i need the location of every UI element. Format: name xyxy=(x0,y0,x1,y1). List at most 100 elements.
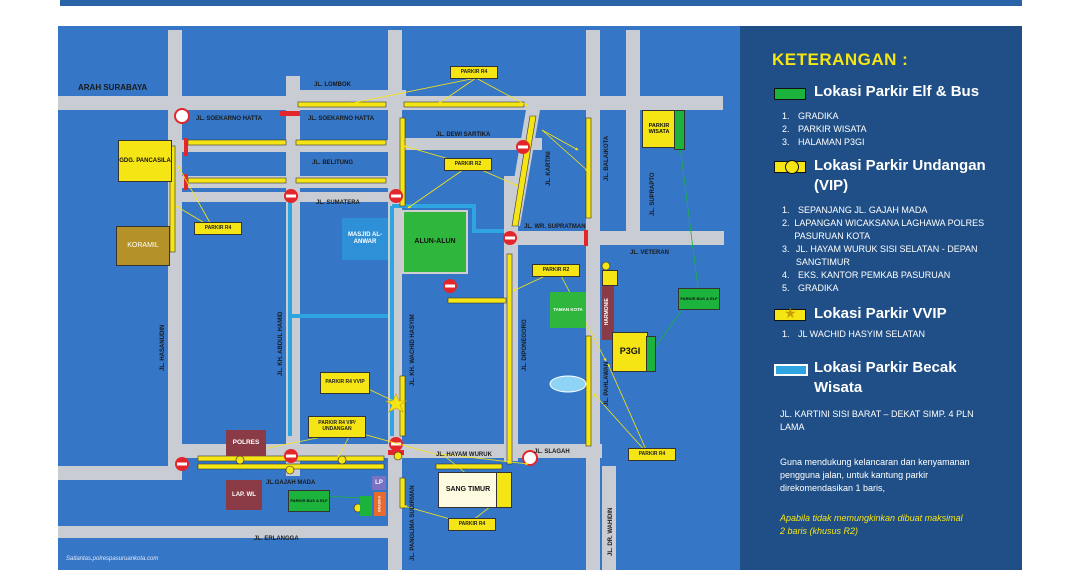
road-dr-wahidin xyxy=(602,466,616,570)
road-erlangga xyxy=(58,526,388,538)
street-dewi-sartika: JL. DEWI SARTIKA xyxy=(436,132,491,138)
strip-dewi-w xyxy=(187,139,287,146)
strip-hasanudin xyxy=(169,145,176,253)
legend-item: 3.HALAMAN P3GI xyxy=(782,137,865,147)
legend-heading-becak: Lokasi Parkir Becak Wisata xyxy=(814,359,957,396)
legend-item: 1.GRADIKA xyxy=(782,111,839,121)
road-balaikota xyxy=(586,30,600,570)
tag-r2-right: PARKIR R2 xyxy=(532,264,580,277)
street-wachid-hasyim: JL. KH. WACHID HASYIM xyxy=(410,314,416,386)
sang-timur-yellow xyxy=(496,472,512,508)
p3gi-green xyxy=(646,336,656,372)
map-poster: ARAH SURABAYA JL. LOMBOK JL. SOEKARNO HA… xyxy=(58,26,1022,570)
street-suprapto: JL. SUPRAPTO xyxy=(650,172,656,216)
gradika-label: GRADIKA xyxy=(377,495,382,513)
stadium-icon xyxy=(549,375,587,393)
legend-item: 1.JL WACHID HASYIM SELATAN xyxy=(782,329,926,339)
map-canvas: ARAH SURABAYA JL. LOMBOK JL. SOEKARNO HA… xyxy=(58,30,724,570)
street-hasanudin: JL. HASANUDIN xyxy=(160,325,166,371)
barrier-icon xyxy=(584,230,588,246)
street-belitung: JL. BELITUNG xyxy=(312,160,353,166)
strip-dewi-m xyxy=(295,139,387,146)
street-labels: ARAH SURABAYA JL. LOMBOK JL. SOEKARNO HA… xyxy=(78,82,669,561)
vvip-star-icon xyxy=(385,393,407,413)
legend-panel: KETERANGAN : Lokasi Parkir Elf & Bus 1.G… xyxy=(740,26,1022,570)
street-veteran: JL. VETERAN xyxy=(630,250,669,256)
street-slagah: JL. SLAGAH xyxy=(534,449,570,455)
masjid-al-anwar: MASJID AL-ANWAR xyxy=(342,218,388,260)
note-text: Apabila tidak memungkinkan dibuat maksim… xyxy=(780,513,963,536)
tag-r4-vvip: PARKIR R4 VVIP xyxy=(320,372,370,394)
harmonie-label: HARMONIE xyxy=(604,298,611,326)
sang-timur: SANG TIMUR xyxy=(438,472,498,508)
traffic-map: ARAH SURABAYA JL. LOMBOK JL. SOEKARNO HA… xyxy=(58,26,740,570)
legend-item: 4.EKS. KANTOR PEMKAB PASURUAN xyxy=(782,270,951,280)
legend-list-vip: 1.SEPANJANG JL. GAJAH MADA 2.LAPANGAN WI… xyxy=(782,204,1002,295)
barrier-icon xyxy=(184,174,188,190)
road-west-link xyxy=(58,466,182,480)
parkir-bus-elf-right: PARKIR BUS & ELF xyxy=(678,288,720,310)
tag-r4-bottom: PARKIR R4 xyxy=(448,518,496,531)
parkir-wisata: PARKIR WISATA xyxy=(642,110,676,148)
barrier-icon xyxy=(280,111,300,116)
street-dr-wahidin: JL. DR. WAHIDIN xyxy=(608,508,614,556)
strip-hayam-wuruk xyxy=(435,463,503,470)
street-balaikota: JL. BALAIKOTA xyxy=(604,135,610,181)
legend-list-elf-bus: 1.GRADIKA 2.PARKIR WISATA 3.HALAMAN P3GI xyxy=(782,110,867,149)
lp: LP xyxy=(372,476,386,490)
top-bar xyxy=(60,0,1022,6)
street-soekarno-e: JL. SOEKARNO HATTA xyxy=(308,116,375,122)
strip-belitung-w xyxy=(187,177,287,184)
harmonie: HARMONIE xyxy=(602,284,614,340)
tag-r2-mid: PARKIR R2 xyxy=(444,158,492,171)
top-strip xyxy=(0,0,1080,22)
legend-heading-vip: Lokasi Parkir Undangan (VIP) xyxy=(814,157,986,194)
legend-heading-elf-bus: Lokasi Parkir Elf & Bus xyxy=(814,83,980,100)
strip-diponegoro xyxy=(506,253,513,465)
legend-title: KETERANGAN : xyxy=(772,50,909,69)
strip-pahlawan xyxy=(585,335,592,447)
strip-kartini xyxy=(511,115,537,227)
legend-item: 2.PARKIR WISATA xyxy=(782,124,867,134)
becak-lanes xyxy=(288,196,504,436)
strip-belitung-e xyxy=(295,177,387,184)
vip-icon xyxy=(774,160,806,174)
tag-r4-right: PARKIR R4 xyxy=(628,448,676,461)
street-hayam-wuruk: JL. HAYAM WURUK xyxy=(436,452,493,458)
support-text: Guna mendukung kelancaran dan kenyamanan… xyxy=(780,457,970,493)
lap-wl: LAP. WL xyxy=(226,480,262,510)
barrier-icon xyxy=(184,138,188,156)
parkir-bus-elf-bottom: PARKIR BUS & ELF xyxy=(288,490,330,512)
gdg-pancasila: GDG. PANCASILA xyxy=(118,140,172,182)
legend-item: 3.JL. HAYAM WURUK SISI SELATAN - DEPAN S… xyxy=(782,244,978,267)
street-kh-abdul-hamid: JL. KH. ABDUL HAMID xyxy=(278,311,284,376)
street-soekarno-w: JL. SOEKARNO HATTA xyxy=(196,116,263,122)
strip-wachid-n xyxy=(399,117,406,207)
gradika-box xyxy=(602,270,618,286)
gradika-green xyxy=(360,496,372,516)
street-kartini: JL. KARTINI xyxy=(546,151,552,186)
no-entry-signs xyxy=(174,108,588,471)
becak-lane-alun xyxy=(392,204,504,233)
street-gajah-mada: JL.GAJAH MADA xyxy=(266,480,316,486)
strip-soekarno-w xyxy=(297,101,387,108)
strip-balaikota-n xyxy=(585,117,592,219)
p3gi: P3GI xyxy=(612,332,648,372)
legend-list-vvip: 1.JL WACHID HASYIM SELATAN xyxy=(782,328,925,341)
legend-item: 2.LAPANGAN WICAKSANA LAGHAWA POLRES PASU… xyxy=(782,218,985,241)
strip-taman xyxy=(447,297,507,304)
taman-kota: TAMAN KOTA xyxy=(550,292,586,328)
street-panglima-sudirman: JL. PANGLIMA SUDIRMAN xyxy=(410,485,416,561)
no-parking-icon xyxy=(174,108,190,124)
parkir-wisata-green xyxy=(674,110,685,150)
street-lombok: JL. LOMBOK xyxy=(314,82,352,88)
strip-soekarno-e xyxy=(403,101,525,108)
street-sumatera: JL. SUMATERA xyxy=(316,200,361,206)
tag-r4-left: PARKIR R4 xyxy=(194,222,242,235)
direction-label: ARAH SURABAYA xyxy=(78,83,147,92)
street-diponegoro: JL. DIPONEGORO xyxy=(522,319,528,371)
alun-alun: ALUN-ALUN xyxy=(402,210,468,274)
legend-item: 5.GRADIKA xyxy=(782,283,839,293)
road-wr-supratman-veteran xyxy=(504,231,724,245)
road-suprapto xyxy=(626,30,640,240)
